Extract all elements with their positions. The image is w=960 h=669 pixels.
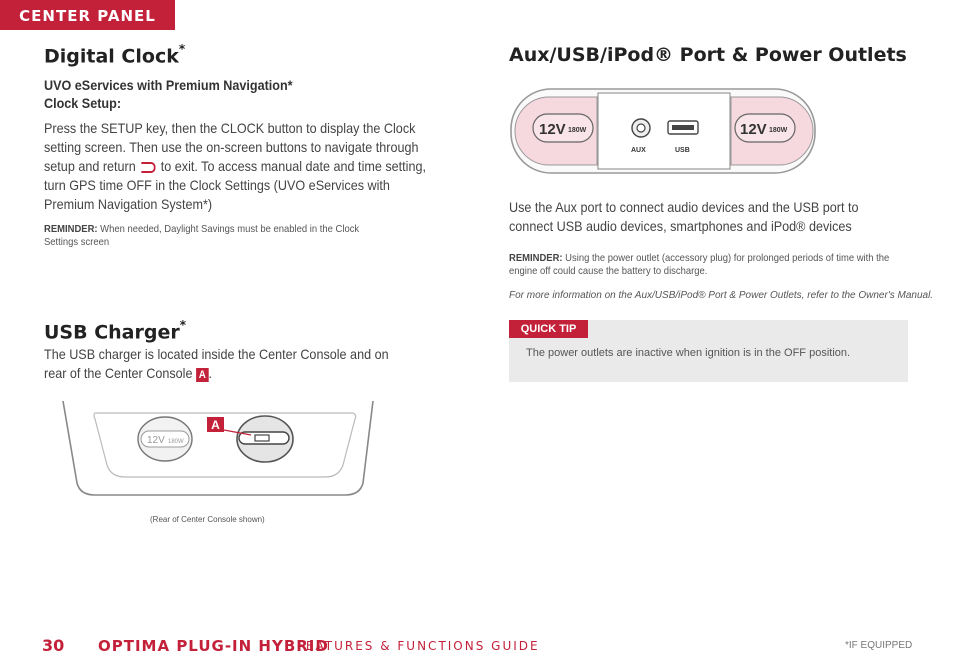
clock-body-after: to exit. To access manual date and time … (44, 158, 426, 212)
callout-a: A (211, 418, 220, 432)
outlet-voltage: 12V (147, 435, 165, 446)
console-rear-illustration: 12V 180W A (62, 400, 374, 496)
footer-subtitle: FEATURES & FUNCTIONS GUIDE (297, 639, 540, 653)
quick-tip-text: The power outlets are inactive when igni… (526, 347, 851, 359)
ports-note: For more information on the Aux/USB/iPod… (509, 290, 934, 301)
ports-body: Use the Aux port to connect audio device… (509, 199, 859, 234)
ports-reminder-text: Using the power outlet (accessory plug) … (509, 252, 890, 277)
charger-heading-mark: * (179, 318, 187, 332)
ports-reminder-label: REMINDER: (509, 252, 563, 264)
charger-period: . (208, 365, 213, 381)
clock-reminder-text: When needed, Daylight Savings must be en… (44, 223, 360, 248)
page-number: 30 (42, 636, 65, 655)
clock-body-before: Press the SETUP key, then the CLOCK butt… (44, 120, 419, 174)
left-outlet-voltage: 12V (539, 121, 566, 138)
right-outlet-voltage: 12V (740, 121, 767, 138)
left-outlet-wattage: 180W (568, 127, 587, 134)
aux-label: AUX (631, 147, 646, 154)
clock-subtitle: UVO eServices with Premium Navigation* C… (44, 76, 386, 112)
footer-title: OPTIMA PLUG-IN HYBRID (98, 637, 329, 655)
clock-subtitle-line2: Clock Setup: (44, 95, 122, 111)
charger-badge: A (195, 368, 209, 382)
quick-tip-label: QUICK TIP (509, 320, 588, 338)
return-icon (141, 161, 156, 173)
charger-heading: USB Charger* (44, 318, 187, 344)
ports-heading: Aux/USB/iPod® Port & Power Outlets (509, 44, 907, 66)
clock-reminder: REMINDER: When needed, Daylight Savings … (44, 223, 377, 249)
right-outlet-wattage: 180W (769, 127, 788, 134)
clock-heading-mark: * (178, 42, 186, 56)
clock-reminder-label: REMINDER: (44, 223, 98, 235)
charger-body-text: The USB charger is located inside the Ce… (44, 346, 389, 381)
outlet-wattage: 180W (168, 439, 184, 445)
clock-heading: Digital Clock* (44, 42, 186, 68)
ports-illustration: 12V 180W 12V 180W AUX USB (510, 88, 816, 174)
charger-body: The USB charger is located inside the Ce… (44, 345, 409, 383)
charger-heading-text: USB Charger (44, 321, 180, 344)
usb-label: USB (675, 147, 690, 154)
ports-reminder: REMINDER: Using the power outlet (access… (509, 252, 905, 278)
if-equipped-note: *IF EQUIPPED (845, 640, 913, 651)
clock-body: Press the SETUP key, then the CLOCK butt… (44, 119, 431, 214)
clock-subtitle-line1: UVO eServices with Premium Navigation* (44, 77, 293, 93)
section-tab: CENTER PANEL (0, 0, 175, 30)
clock-heading-text: Digital Clock (44, 45, 179, 68)
console-caption: (Rear of Center Console shown) (150, 515, 265, 524)
